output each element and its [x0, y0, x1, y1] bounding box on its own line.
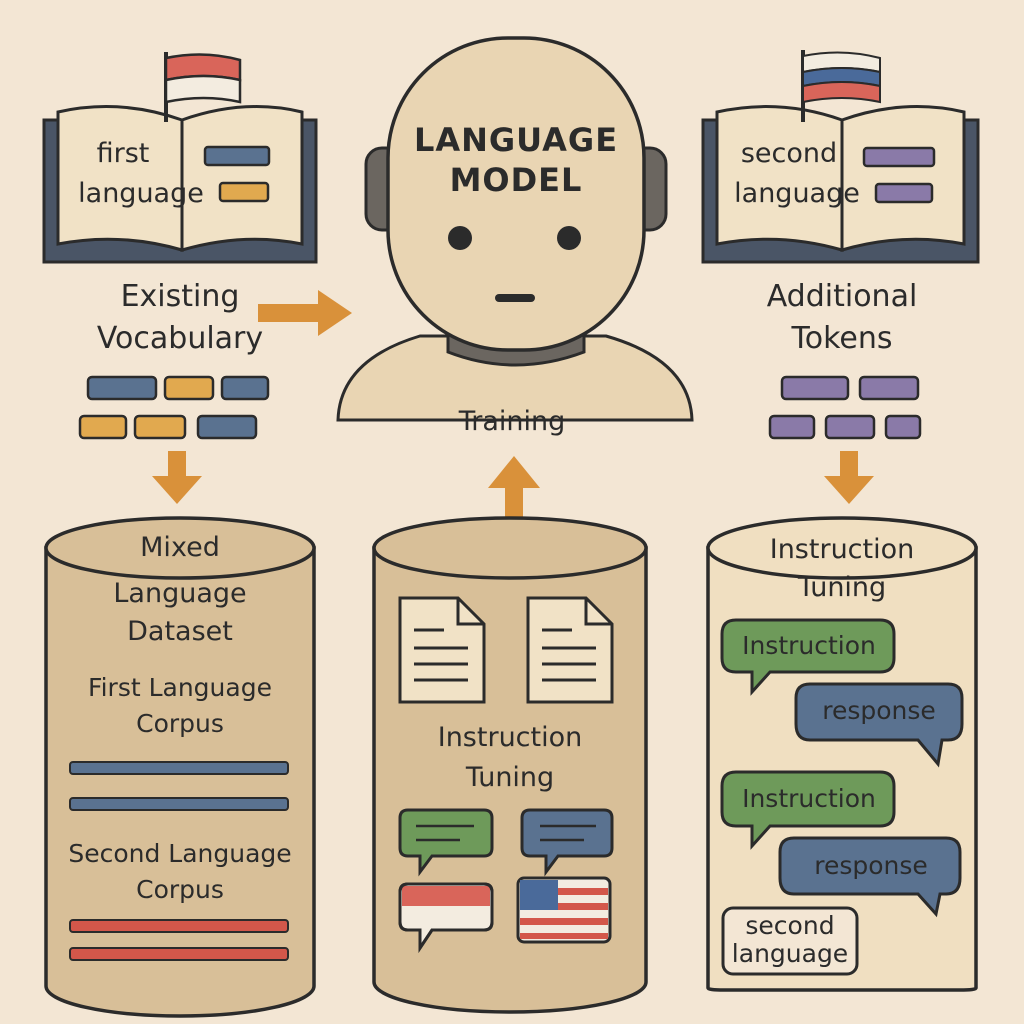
indonesia-flag-bubble-icon: [398, 882, 494, 953]
center-tuning-line1: Instruction: [437, 722, 583, 753]
chat-bubble-icon: [398, 808, 494, 877]
left-book-label-line2: language: [78, 178, 204, 209]
right-book-icon: [701, 105, 980, 264]
first-corpus-line2: Corpus: [136, 709, 224, 738]
mixed-dataset-title-line1: Mixed: [140, 532, 220, 563]
right-tuning-line1: Instruction: [769, 534, 915, 565]
second-corpus-line1: Second Language: [68, 839, 292, 868]
response-bubble-2: [778, 836, 962, 918]
model-title-line2: MODEL: [449, 161, 583, 199]
second-language-tag-line1: second: [745, 911, 835, 940]
instruction-bubble-1: [720, 618, 896, 696]
instruction-text-2: Instruction: [742, 784, 876, 813]
existing-vocabulary-tokens: [78, 375, 270, 440]
arrow-down-icon: [152, 451, 202, 504]
instruction-text-1: Instruction: [742, 631, 876, 660]
mixed-dataset-title-line3: Dataset: [127, 616, 233, 647]
existing-vocabulary-line1: Existing: [120, 279, 240, 314]
left-book-label-line1: first: [96, 138, 150, 169]
instruction-bubble-2: [720, 770, 896, 850]
training-label: Training: [458, 406, 566, 437]
document-icon: [398, 596, 486, 704]
existing-vocabulary-line2: Vocabulary: [96, 321, 264, 356]
additional-tokens-line1: Additional: [766, 279, 918, 314]
right-book-label-line2: language: [734, 178, 860, 209]
response-text-2: response: [814, 851, 928, 880]
second-corpus-line2: Corpus: [136, 875, 224, 904]
document-icon: [526, 596, 614, 704]
arrow-down-right-icon: [824, 451, 874, 504]
indonesia-flag-icon: [164, 52, 242, 122]
additional-tokens-blocks: [768, 375, 922, 440]
second-language-tag-line2: language: [731, 939, 849, 968]
first-corpus-line1: First Language: [88, 673, 272, 702]
chat-bubble-icon: [520, 808, 614, 877]
response-text-1: response: [822, 696, 936, 725]
right-tuning-line2: Tuning: [797, 572, 887, 603]
mixed-dataset-cylinder: [44, 516, 316, 1018]
right-book-label-line1: second: [740, 138, 838, 169]
response-bubble-1: [794, 682, 964, 768]
additional-tokens-line2: Tokens: [791, 321, 893, 356]
left-book-icon: [42, 105, 318, 264]
language-model-figure: [336, 36, 694, 422]
model-title-line1: LANGUAGE: [413, 121, 619, 159]
russia-flag-icon: [801, 50, 881, 122]
second-language-tag: [721, 906, 859, 976]
center-tuning-line2: Tuning: [465, 762, 555, 793]
arrow-right-icon: [258, 290, 352, 336]
us-flag-icon: [516, 876, 612, 944]
mixed-dataset-title-line2: Language: [113, 578, 247, 609]
